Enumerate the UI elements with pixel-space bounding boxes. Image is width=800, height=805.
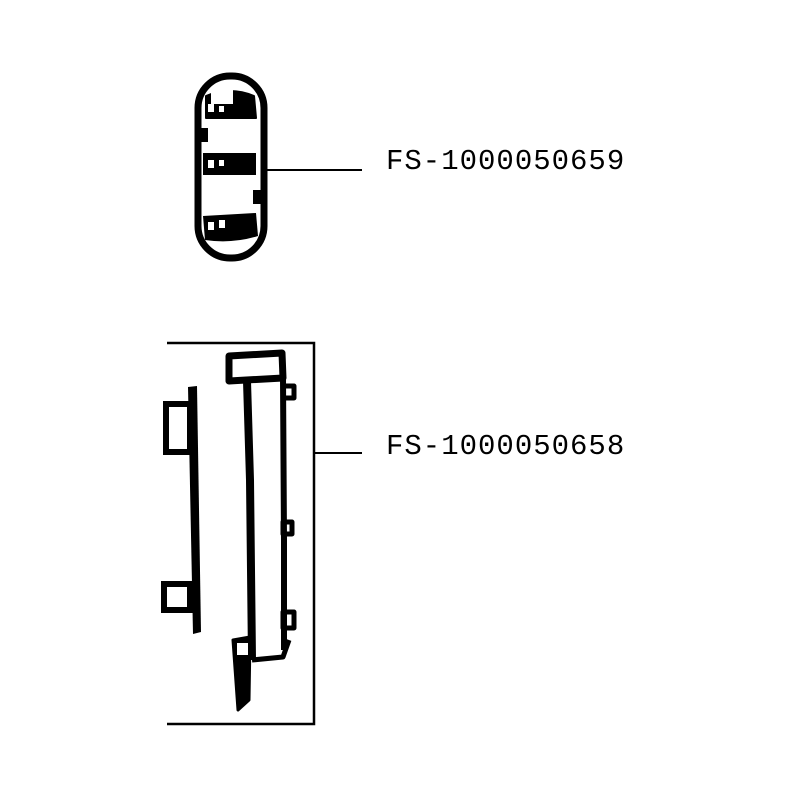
part-2-left-strip-icon	[161, 386, 201, 634]
part-2-right-rail-icon	[225, 349, 297, 712]
part-2-label: FS-1000050658	[386, 430, 626, 463]
part-1-label: FS-1000050659	[386, 145, 626, 178]
part-2-bracket	[167, 341, 316, 726]
part-1-oval-clip-icon	[194, 72, 268, 262]
